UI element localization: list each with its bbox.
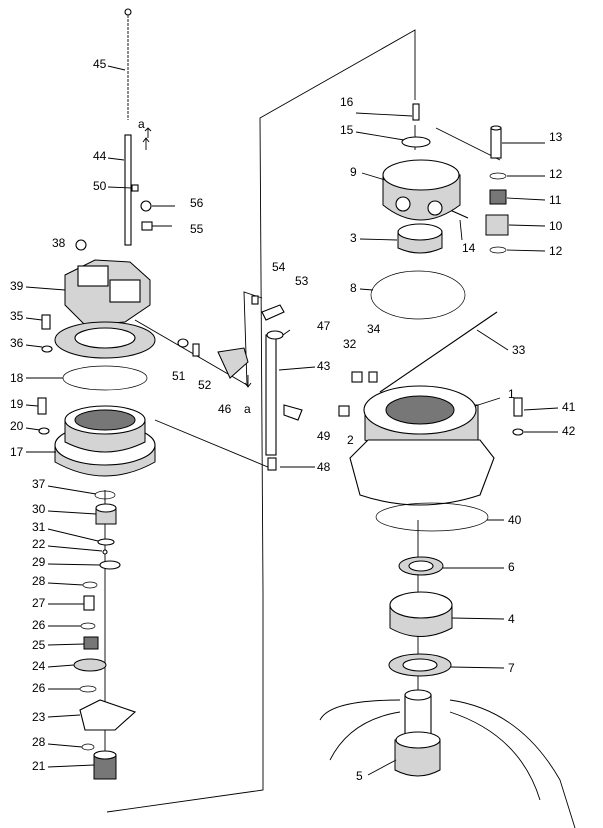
label-34: 34 xyxy=(367,322,381,336)
label-49: 49 xyxy=(317,429,331,443)
motor-39 xyxy=(64,239,151,326)
label-19: 19 xyxy=(10,397,24,411)
label-23: 23 xyxy=(32,710,46,724)
label-48: 48 xyxy=(317,460,331,474)
label-36: 36 xyxy=(10,336,24,350)
label-44: 44 xyxy=(93,149,107,163)
label-10: 10 xyxy=(549,219,563,233)
label-33: 33 xyxy=(512,343,526,357)
label-51: 51 xyxy=(172,369,186,383)
label-13: 13 xyxy=(549,130,563,144)
label-31: 31 xyxy=(32,520,46,534)
label-42: 42 xyxy=(562,424,576,438)
bolts-35-19 xyxy=(37,314,53,435)
label-26b: 26 xyxy=(32,681,46,695)
label-52: 52 xyxy=(198,378,212,392)
right-assembly xyxy=(338,103,509,677)
label-11: 11 xyxy=(549,193,562,207)
label-7: 7 xyxy=(508,661,515,675)
small-parts-50-55-56 xyxy=(131,137,172,231)
label-14: 14 xyxy=(462,241,476,255)
label-21: 21 xyxy=(32,759,46,773)
ring-gear-17 xyxy=(54,405,156,477)
label-28b: 28 xyxy=(32,735,46,749)
label-4: 4 xyxy=(508,612,515,626)
oring-18 xyxy=(62,365,148,391)
label-5: 5 xyxy=(356,769,363,783)
label-20: 20 xyxy=(10,419,24,433)
rod-45 xyxy=(124,8,132,120)
label-45: 45 xyxy=(93,57,107,71)
gear-stack-left xyxy=(73,490,137,780)
label-37: 37 xyxy=(32,477,46,491)
label-26a: 26 xyxy=(32,618,46,632)
label-35: 35 xyxy=(10,309,24,323)
label-55: 55 xyxy=(190,222,204,236)
label-12b: 12 xyxy=(549,244,563,258)
output-gear-5 xyxy=(394,689,441,777)
label-24: 24 xyxy=(32,659,46,673)
label-15: 15 xyxy=(340,123,354,137)
label-29: 29 xyxy=(32,555,46,569)
label-9: 9 xyxy=(350,165,357,179)
label-46: 46 xyxy=(218,402,232,416)
label-17: 17 xyxy=(10,445,24,459)
label-30: 30 xyxy=(32,502,46,516)
label-28a: 28 xyxy=(32,574,46,588)
label-53: 53 xyxy=(295,274,309,288)
label-40: 40 xyxy=(508,513,522,527)
shaft-44 xyxy=(124,134,132,246)
label-41: 41 xyxy=(562,400,576,414)
label-12a: 12 xyxy=(549,167,563,181)
label-16: 16 xyxy=(340,95,354,109)
label-25: 25 xyxy=(32,638,46,652)
label-56: 56 xyxy=(190,196,204,210)
swing-ring xyxy=(319,699,576,828)
callout-labels: 45 44 50 56 55 38 39 35 36 18 19 20 17 3… xyxy=(10,57,576,783)
label-6: 6 xyxy=(508,560,515,574)
flange-36 xyxy=(54,321,156,359)
mark-a-top: a xyxy=(138,117,145,131)
label-2: 2 xyxy=(347,433,354,447)
mark-a-mid: a xyxy=(244,402,251,416)
label-43: 43 xyxy=(317,359,331,373)
label-39: 39 xyxy=(10,279,24,293)
label-22: 22 xyxy=(32,537,46,551)
label-3: 3 xyxy=(350,231,357,245)
label-27: 27 xyxy=(32,596,46,610)
label-47: 47 xyxy=(317,319,331,333)
label-32: 32 xyxy=(343,337,357,351)
label-38: 38 xyxy=(52,236,66,250)
label-18: 18 xyxy=(10,371,24,385)
middle-parts xyxy=(144,127,303,471)
label-54: 54 xyxy=(272,260,286,274)
label-50: 50 xyxy=(93,179,107,193)
label-1: 1 xyxy=(508,387,515,401)
label-8: 8 xyxy=(350,281,357,295)
